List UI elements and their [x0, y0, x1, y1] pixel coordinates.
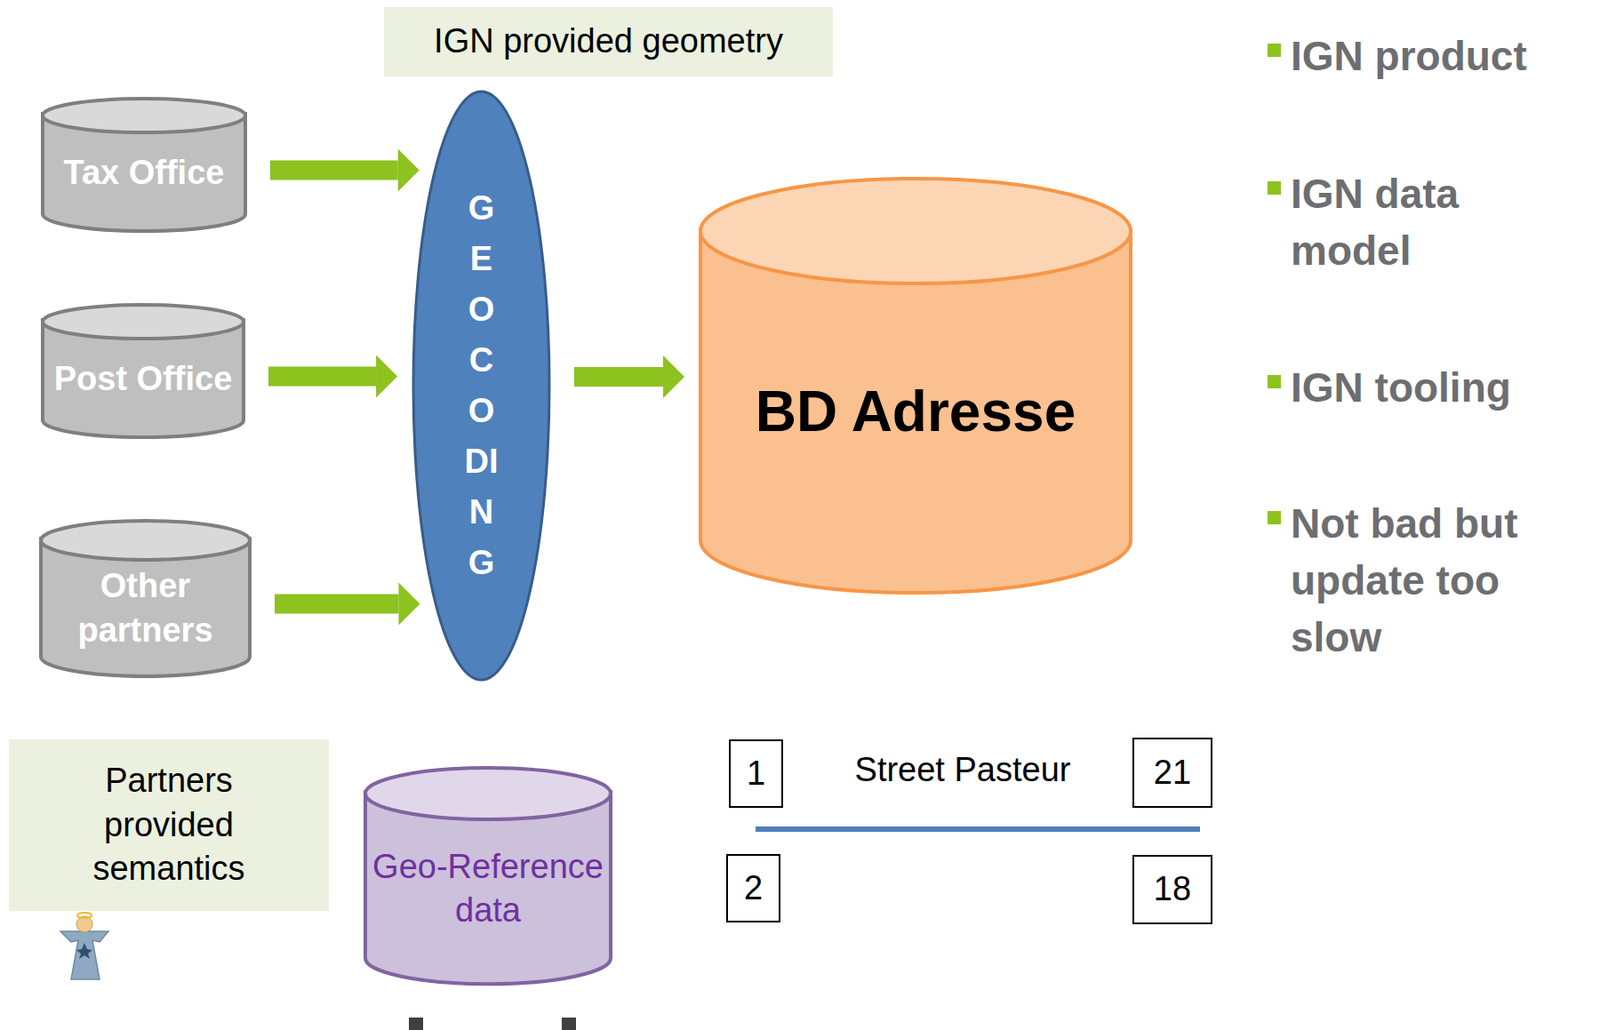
- bullet-marker: [1267, 511, 1281, 525]
- node-label: Partners provided semantics: [53, 759, 285, 891]
- node-label: Geo-Reference data: [372, 845, 604, 934]
- callout-number: 2: [744, 866, 763, 911]
- callout-number: 1: [746, 752, 766, 796]
- database-cylinder: Tax Office: [40, 96, 248, 233]
- node-label: Tax Office: [64, 151, 225, 195]
- edge-mark: [408, 1017, 424, 1030]
- number-box: 18: [1132, 855, 1213, 925]
- note-box: IGN provided geometry: [384, 7, 833, 77]
- flow-arrow: [268, 355, 398, 399]
- node-label: Post Office: [54, 357, 233, 401]
- node-label: IGN provided geometry: [433, 19, 784, 64]
- street-line: [755, 826, 1200, 832]
- bullet-text: IGN product: [1290, 27, 1567, 85]
- database-cylinder: BD Adresse: [698, 176, 1133, 595]
- number-box: 21: [1132, 737, 1213, 808]
- number-box: 2: [726, 854, 781, 923]
- bullet-text: IGN tooling: [1290, 359, 1567, 416]
- node-label: BD Adresse: [755, 375, 1076, 449]
- note-box: Partners provided semantics: [8, 739, 329, 912]
- callout-number: 18: [1153, 867, 1192, 912]
- callout-number: 21: [1153, 751, 1192, 795]
- flow-arrow: [270, 149, 420, 192]
- ellipse-outline: [411, 89, 552, 682]
- angel-icon: [60, 912, 109, 980]
- flow-arrow: [574, 355, 685, 399]
- number-box: 1: [728, 739, 784, 808]
- bullet-text: Not bad but update too slow: [1290, 495, 1567, 666]
- node-label: Other partners: [48, 564, 243, 653]
- bullet-marker: [1267, 375, 1281, 389]
- bullet-marker: [1267, 181, 1281, 195]
- bullet-marker: [1267, 43, 1281, 57]
- edge-mark: [561, 1017, 576, 1030]
- flow-arrow: [274, 583, 420, 626]
- node-label: GEOCODING: [464, 183, 499, 589]
- bullet-text: IGN data model: [1290, 165, 1567, 280]
- database-cylinder: Other partners: [39, 519, 252, 679]
- process-ellipse: GEOCODING: [411, 89, 552, 682]
- street-name: Street Pasteur: [855, 751, 1072, 790]
- database-cylinder: Post Office: [40, 303, 246, 440]
- database-cylinder: Geo-Reference data: [363, 766, 613, 986]
